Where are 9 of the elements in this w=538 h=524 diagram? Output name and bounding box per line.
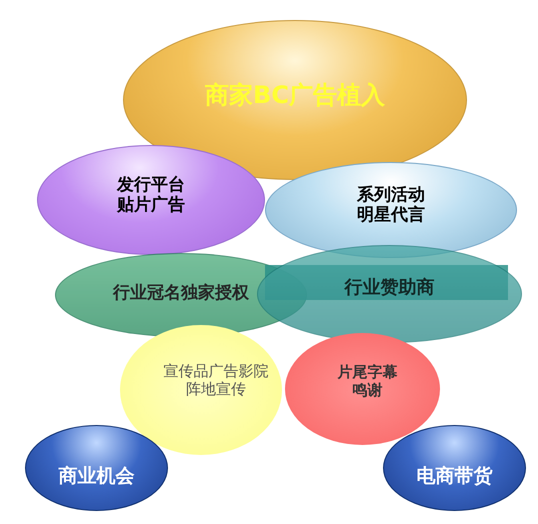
bubble-label: 行业冠名独家授权 xyxy=(112,282,250,304)
bubble-label: 系列活动明星代言 xyxy=(356,184,426,226)
bubble-label: 商家BC广告植入 xyxy=(204,80,386,110)
bubble-label: 电商带货 xyxy=(416,464,494,488)
bubble-label: 片尾字幕鸣谢 xyxy=(336,363,398,399)
bubble-label: 发行平台贴片广告 xyxy=(116,174,186,216)
bubble-label: 宣传品广告影院阵地宣传 xyxy=(162,362,270,398)
bubble-label: 商业机会 xyxy=(58,464,136,488)
bubble-label: 行业赞助商 xyxy=(343,277,436,299)
